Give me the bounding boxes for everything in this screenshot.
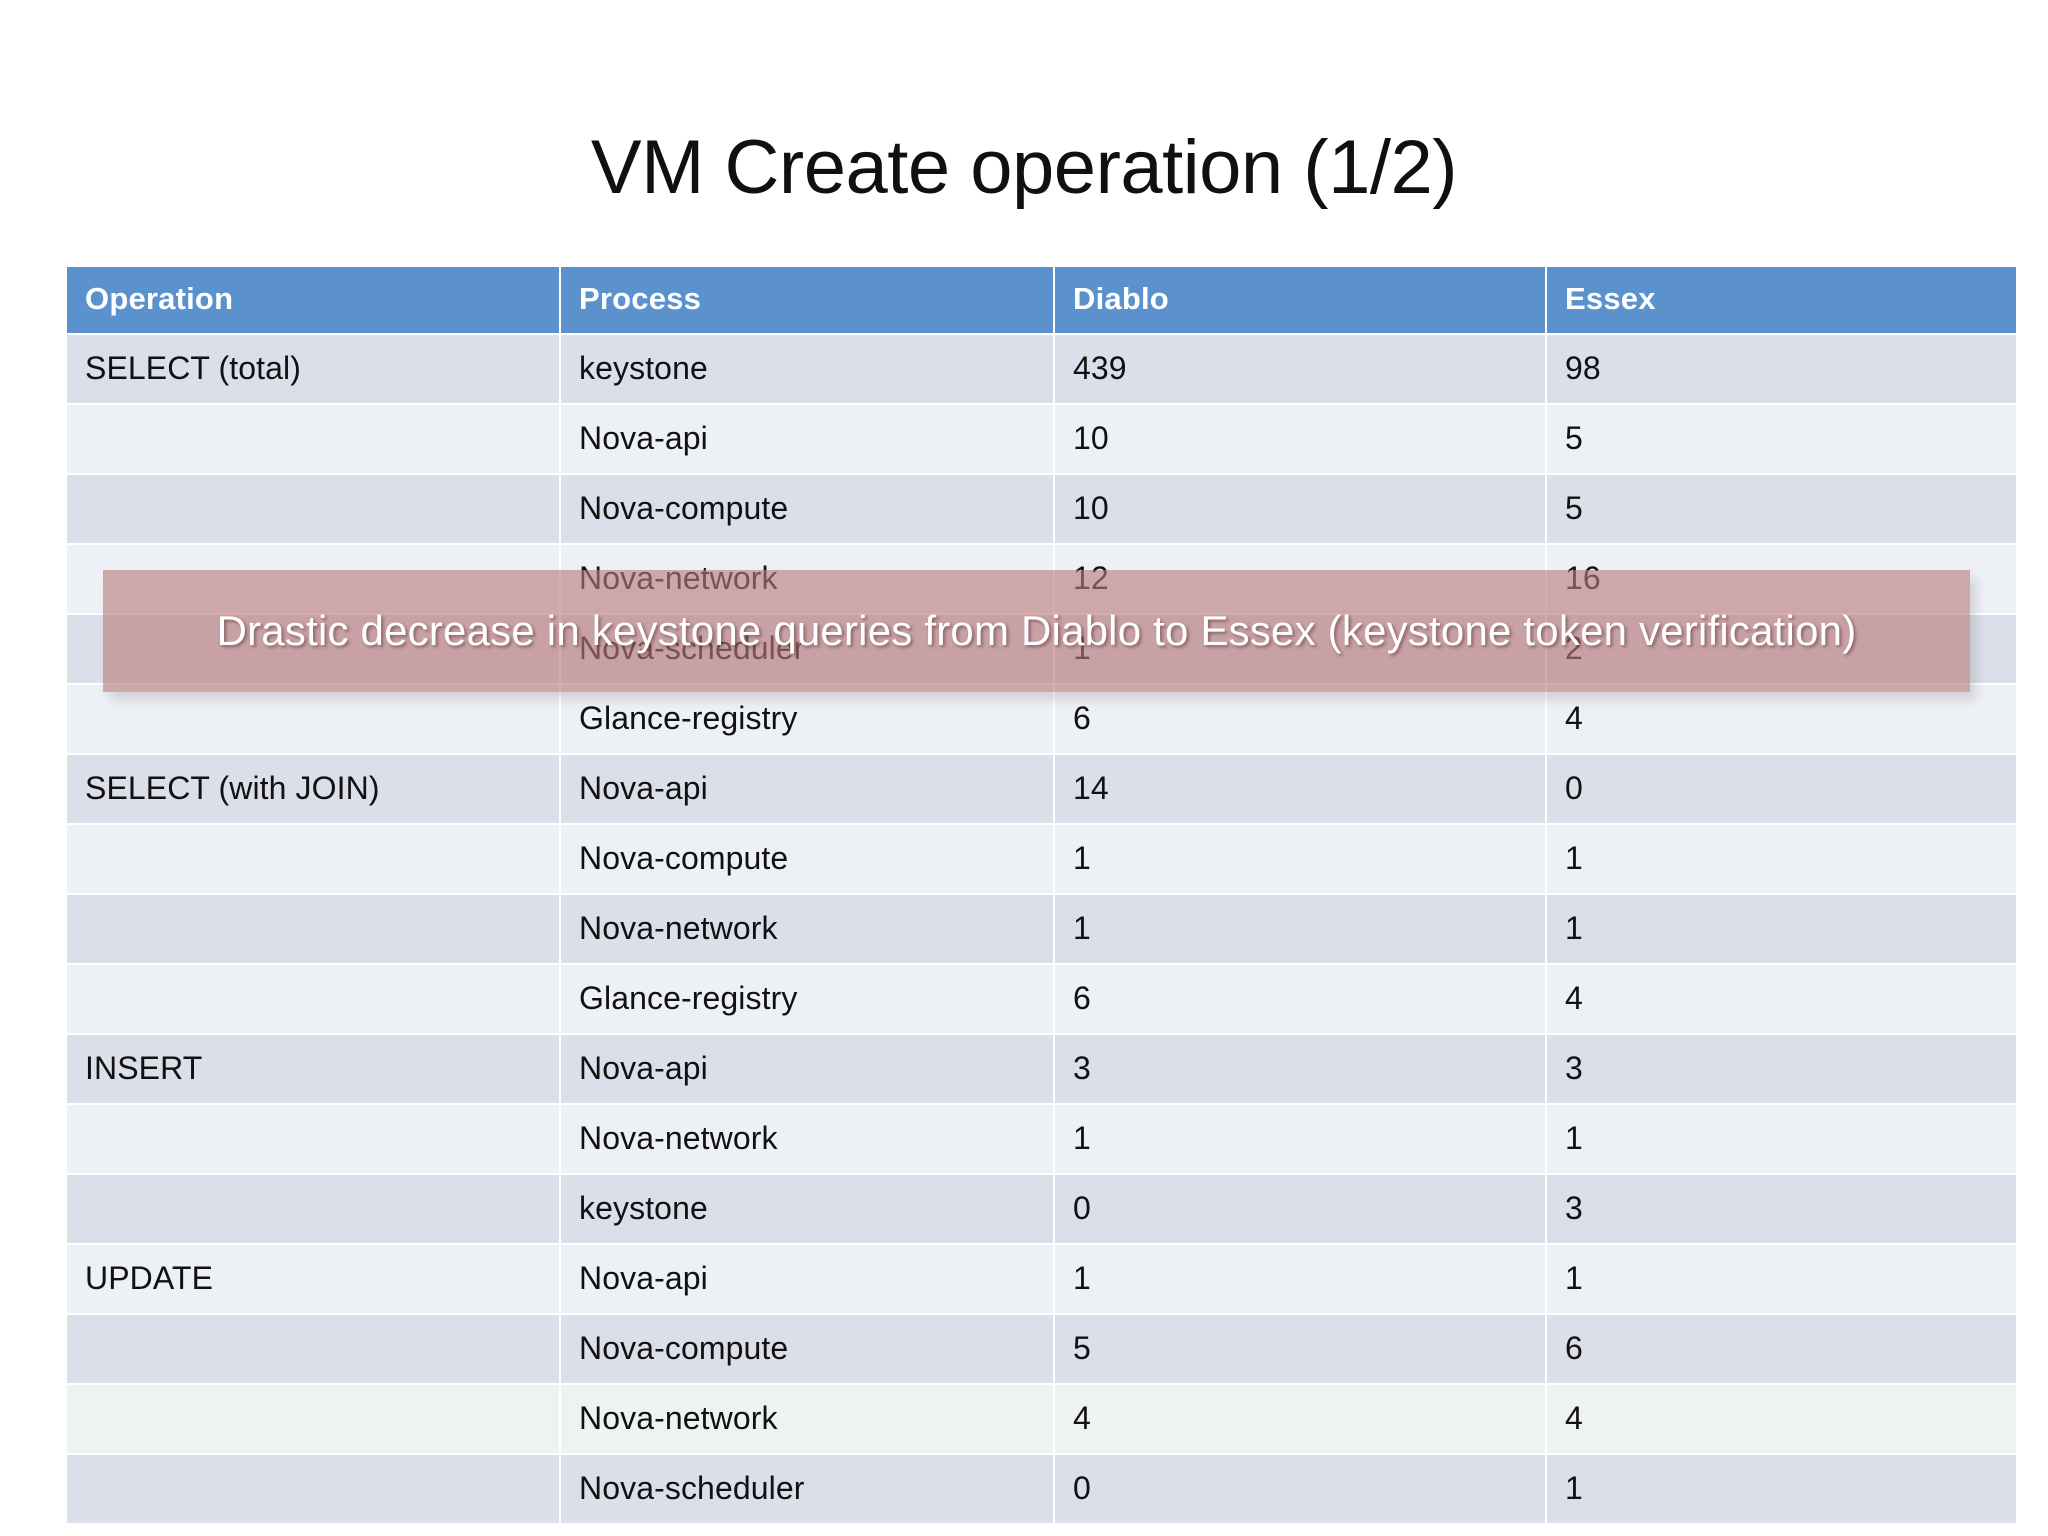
diablo-cell: 6 <box>1055 965 1545 1033</box>
callout-text: Drastic decrease in keystone queries fro… <box>216 607 1857 654</box>
diablo-cell: 1 <box>1055 1105 1545 1173</box>
diablo-cell: 5 <box>1055 1315 1545 1383</box>
diablo-cell: 439 <box>1055 335 1545 403</box>
operation-cell <box>67 1385 559 1453</box>
essex-cell: 1 <box>1547 825 2016 893</box>
essex-cell: 3 <box>1547 1175 2016 1243</box>
process-cell: keystone <box>561 1175 1053 1243</box>
operation-cell <box>67 475 559 543</box>
operation-cell <box>67 685 559 753</box>
operation-cell: UPDATE <box>67 1245 559 1313</box>
diablo-cell: 6 <box>1055 685 1545 753</box>
operation-cell: SELECT (with JOIN) <box>67 755 559 823</box>
table-header: Operation Process Diablo Essex <box>67 267 2016 333</box>
process-cell: Nova-api <box>561 1245 1053 1313</box>
diablo-cell: 1 <box>1055 1245 1545 1313</box>
essex-cell: 1 <box>1547 895 2016 963</box>
process-cell: Glance-registry <box>561 685 1053 753</box>
process-cell: Nova-network <box>561 1105 1053 1173</box>
callout-banner: Drastic decrease in keystone queries fro… <box>103 570 1970 692</box>
process-cell: Nova-network <box>561 1385 1053 1453</box>
essex-cell: 5 <box>1547 405 2016 473</box>
page-title: VM Create operation (1/2) <box>590 125 1458 210</box>
diablo-cell: 10 <box>1055 405 1545 473</box>
process-cell: Nova-compute <box>561 475 1053 543</box>
column-header-operation[interactable]: Operation <box>67 267 559 333</box>
column-header-process[interactable]: Process <box>561 267 1053 333</box>
operation-cell: INSERT <box>67 1035 559 1103</box>
operation-cell <box>67 1455 559 1523</box>
table-container: Operation Process Diablo Essex SELECT (t… <box>65 265 2016 1525</box>
essex-cell: 4 <box>1547 685 2016 753</box>
operation-cell <box>67 965 559 1033</box>
operation-cell <box>67 1315 559 1383</box>
process-cell: Nova-compute <box>561 825 1053 893</box>
vm-create-table: Operation Process Diablo Essex SELECT (t… <box>65 265 2018 1525</box>
operation-cell <box>67 825 559 893</box>
operation-cell <box>67 1175 559 1243</box>
process-cell: Nova-api <box>561 1035 1053 1103</box>
operation-cell <box>67 405 559 473</box>
process-cell: Nova-network <box>561 895 1053 963</box>
diablo-cell: 14 <box>1055 755 1545 823</box>
diablo-cell: 1 <box>1055 825 1545 893</box>
essex-cell: 98 <box>1547 335 2016 403</box>
process-cell: Nova-scheduler <box>561 1455 1053 1523</box>
diablo-cell: 0 <box>1055 1175 1545 1243</box>
diablo-cell: 1 <box>1055 895 1545 963</box>
essex-cell: 4 <box>1547 1385 2016 1453</box>
essex-cell: 6 <box>1547 1315 2016 1383</box>
essex-cell: 1 <box>1547 1105 2016 1173</box>
essex-cell: 1 <box>1547 1455 2016 1523</box>
essex-cell: 0 <box>1547 755 2016 823</box>
process-cell: Nova-api <box>561 405 1053 473</box>
operation-cell: SELECT (total) <box>67 335 559 403</box>
essex-cell: 3 <box>1547 1035 2016 1103</box>
process-cell: keystone <box>561 335 1053 403</box>
process-cell: Nova-api <box>561 755 1053 823</box>
essex-cell: 5 <box>1547 475 2016 543</box>
column-header-diablo[interactable]: Diablo <box>1055 267 1545 333</box>
essex-cell: 4 <box>1547 965 2016 1033</box>
diablo-cell: 4 <box>1055 1385 1545 1453</box>
diablo-cell: 0 <box>1055 1455 1545 1523</box>
column-header-essex[interactable]: Essex <box>1547 267 2016 333</box>
diablo-cell: 3 <box>1055 1035 1545 1103</box>
diablo-cell: 10 <box>1055 475 1545 543</box>
operation-cell <box>67 1105 559 1173</box>
operation-cell <box>67 895 559 963</box>
process-cell: Nova-compute <box>561 1315 1053 1383</box>
header-row: Operation Process Diablo Essex <box>67 267 2016 333</box>
essex-cell: 1 <box>1547 1245 2016 1313</box>
process-cell: Glance-registry <box>561 965 1053 1033</box>
